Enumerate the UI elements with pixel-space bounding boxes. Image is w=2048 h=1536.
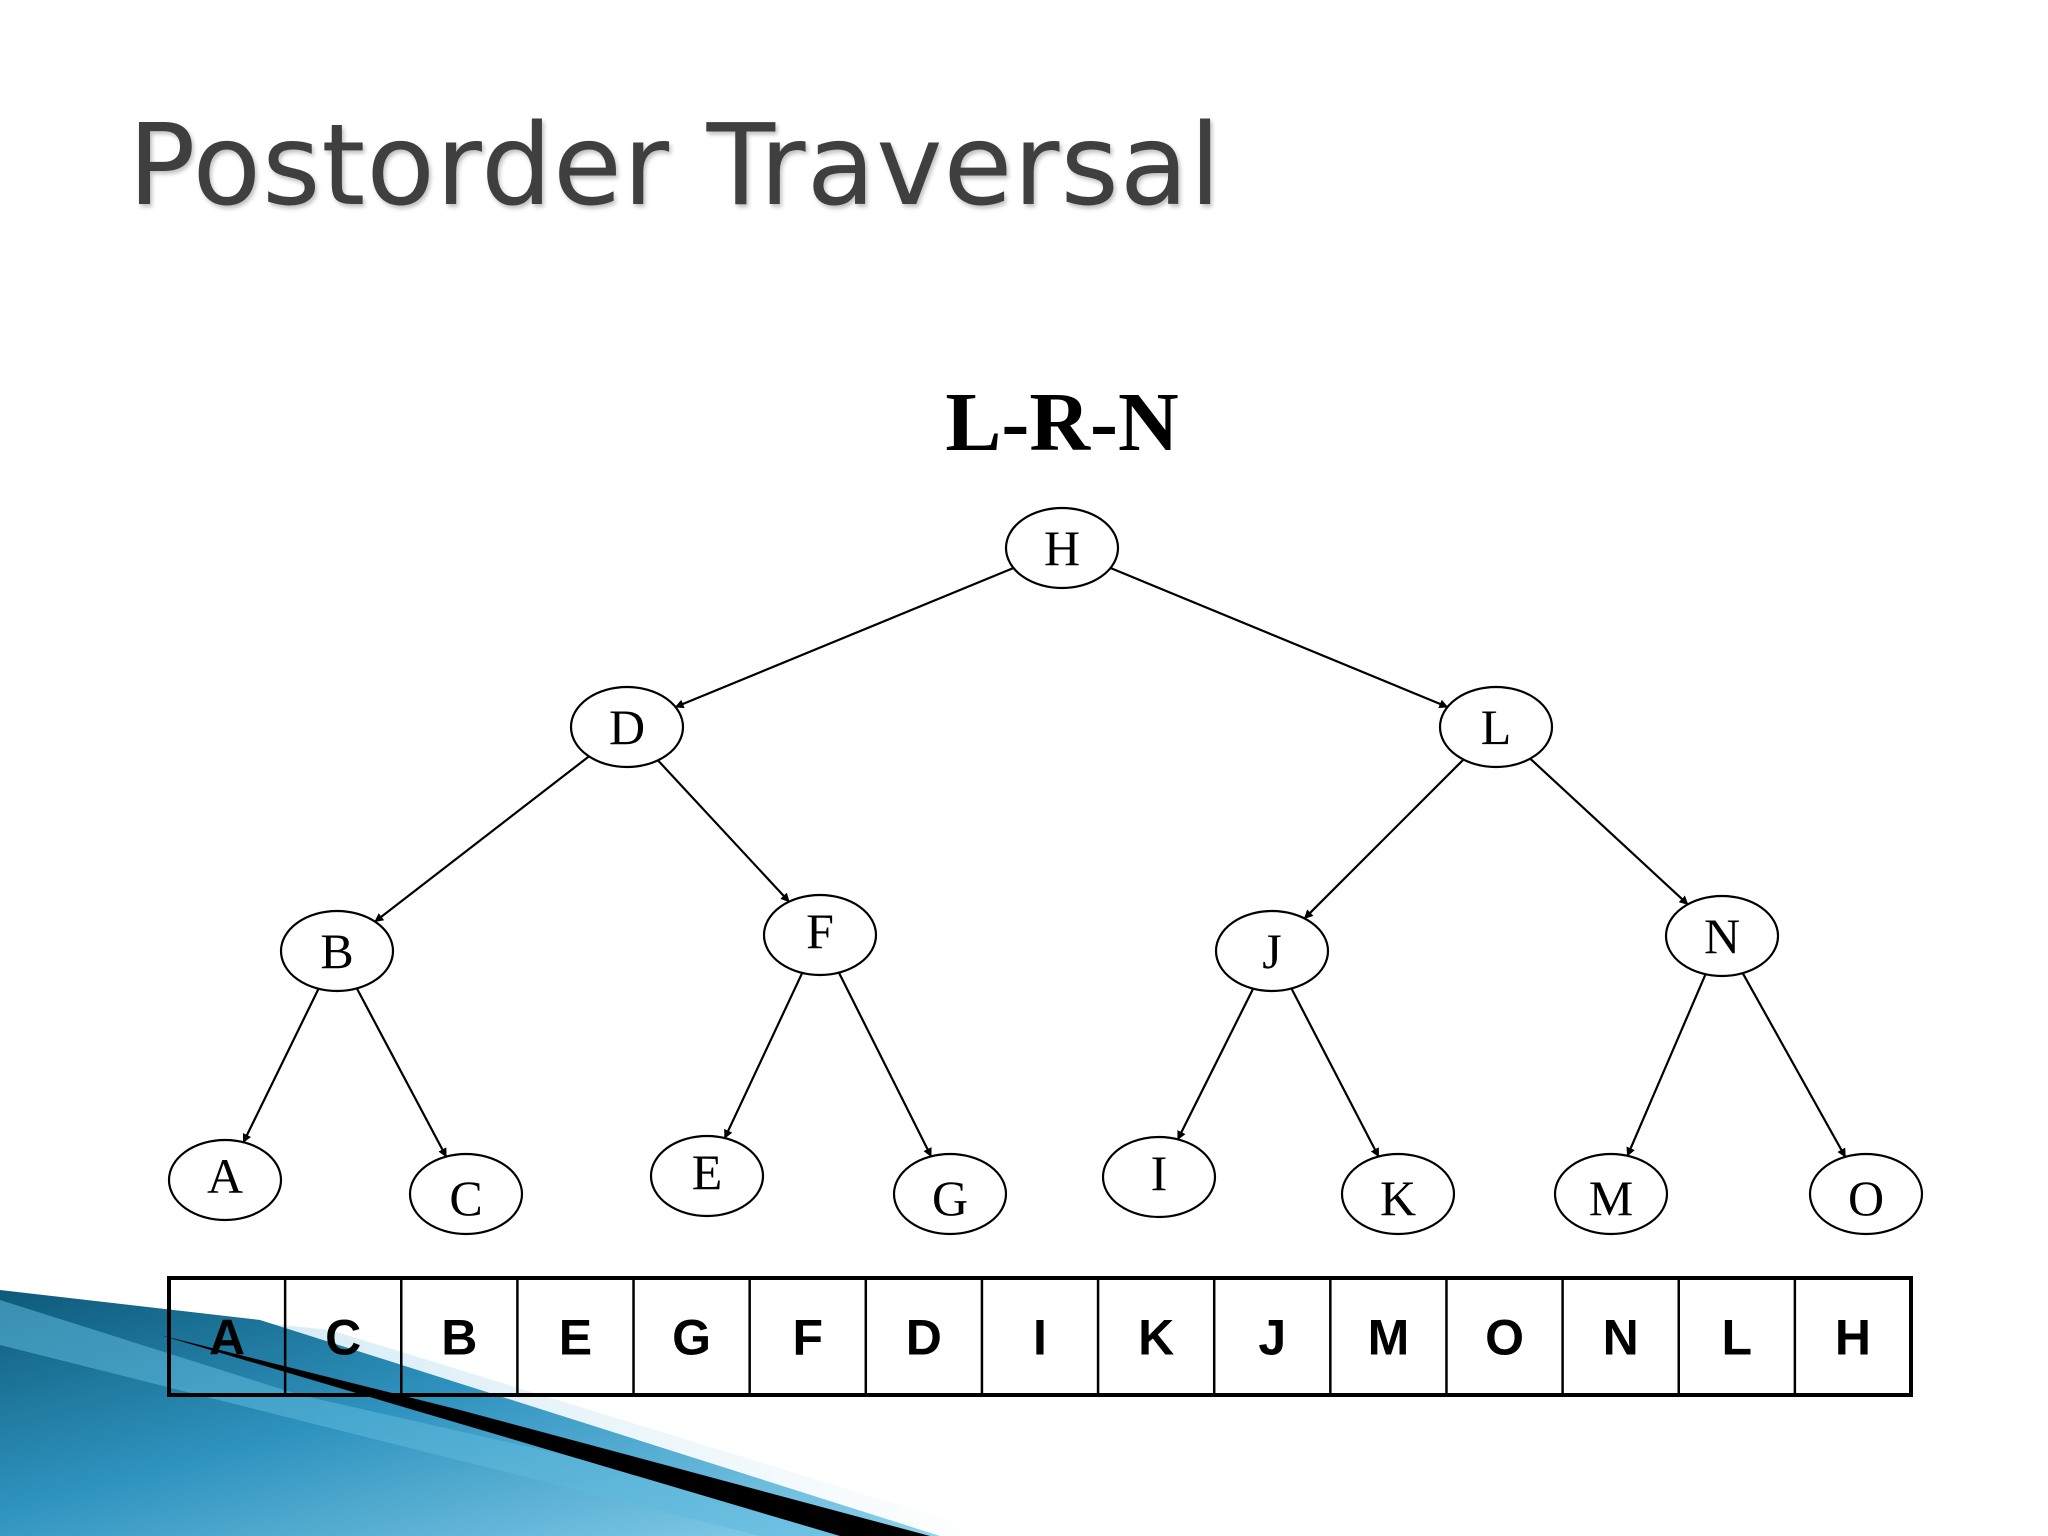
node-label: F — [806, 903, 834, 959]
node-label: M — [1589, 1170, 1633, 1226]
node-label: B — [320, 923, 353, 979]
node-ellipse — [408, 1152, 524, 1236]
edge-F-E — [723, 972, 804, 1139]
edge-H-D — [674, 566, 1014, 709]
tree-node-B: B — [279, 909, 395, 993]
node-ellipse — [1214, 909, 1330, 993]
node-ellipse — [279, 909, 395, 993]
tree-node-G: G — [892, 1152, 1008, 1236]
tree-node-C: C — [408, 1152, 524, 1236]
node-ellipse — [762, 893, 878, 977]
tree-node-D: D — [569, 685, 685, 769]
node-label: N — [1704, 908, 1740, 964]
tree-node-K: K — [1340, 1152, 1456, 1236]
sequence-cell: N — [1603, 1310, 1639, 1366]
tree-node-F: F — [762, 893, 878, 977]
node-ellipse — [649, 1134, 765, 1218]
sequence-cell: M — [1368, 1310, 1410, 1366]
edge-D-B — [374, 755, 590, 923]
node-label: D — [609, 699, 645, 755]
node-label: J — [1262, 923, 1281, 979]
edge-H-L — [1110, 566, 1449, 709]
edge-L-N — [1529, 757, 1689, 906]
edge-F-G — [837, 972, 933, 1158]
tree-node-J: J — [1214, 909, 1330, 993]
node-label: H — [1044, 520, 1080, 576]
tree-node-H: H — [1004, 506, 1120, 590]
node-ellipse — [167, 1138, 283, 1222]
node-ellipse — [1340, 1152, 1456, 1236]
tree-nodes: H D L B F J N A C E G I K M O — [167, 506, 1924, 1236]
sequence-cell: O — [1485, 1310, 1524, 1366]
sequence-table-border — [167, 1276, 1913, 1397]
node-label: A — [207, 1148, 243, 1204]
node-ellipse — [1101, 1135, 1217, 1219]
sequence-cell: G — [672, 1310, 711, 1366]
node-label: I — [1151, 1145, 1168, 1201]
sequence-cell: B — [441, 1310, 477, 1366]
tree-node-O: O — [1808, 1152, 1924, 1236]
tree-node-L: L — [1438, 685, 1554, 769]
sequence-cell: A — [209, 1310, 245, 1366]
node-label: L — [1481, 699, 1512, 755]
sequence-cell: K — [1138, 1310, 1174, 1366]
edge-B-C — [355, 987, 448, 1158]
tree-node-N: N — [1664, 894, 1780, 978]
node-label: K — [1380, 1170, 1416, 1226]
traversal-rule-label: L-R-N — [945, 376, 1178, 469]
node-label: E — [692, 1144, 723, 1200]
tree-node-I: I — [1101, 1135, 1217, 1219]
edge-N-O — [1741, 972, 1847, 1158]
node-label: O — [1848, 1170, 1884, 1226]
node-ellipse — [1553, 1152, 1669, 1236]
sequence-cell: J — [1258, 1310, 1286, 1366]
sequence-cell: L — [1722, 1310, 1753, 1366]
sequence-cell: C — [325, 1310, 361, 1366]
corner-swoosh-decoration — [0, 1290, 1000, 1536]
sequence-cell: E — [559, 1310, 592, 1366]
tree-node-M: M — [1553, 1152, 1669, 1236]
edge-J-I — [1176, 988, 1255, 1141]
edge-N-M — [1626, 973, 1707, 1157]
node-ellipse — [1664, 894, 1780, 978]
node-ellipse — [1004, 506, 1120, 590]
tree-node-E: E — [649, 1134, 765, 1218]
edge-J-K — [1290, 988, 1380, 1158]
edge-L-J — [1303, 758, 1465, 920]
tree-edges — [242, 566, 1847, 1158]
sequence-cell: I — [1033, 1310, 1047, 1366]
sequence-cell: D — [906, 1310, 942, 1366]
tree-node-A: A — [167, 1138, 283, 1222]
node-ellipse — [892, 1152, 1008, 1236]
node-ellipse — [1808, 1152, 1924, 1236]
sequence-cell: F — [792, 1310, 823, 1366]
node-label: G — [932, 1170, 968, 1226]
edge-D-F — [657, 759, 790, 903]
slide-title: Postorder Traversal — [128, 101, 1222, 231]
sequence-cell: H — [1835, 1310, 1871, 1366]
node-ellipse — [569, 685, 685, 769]
edge-B-A — [242, 988, 320, 1144]
node-label: C — [449, 1170, 482, 1226]
node-ellipse — [1438, 685, 1554, 769]
